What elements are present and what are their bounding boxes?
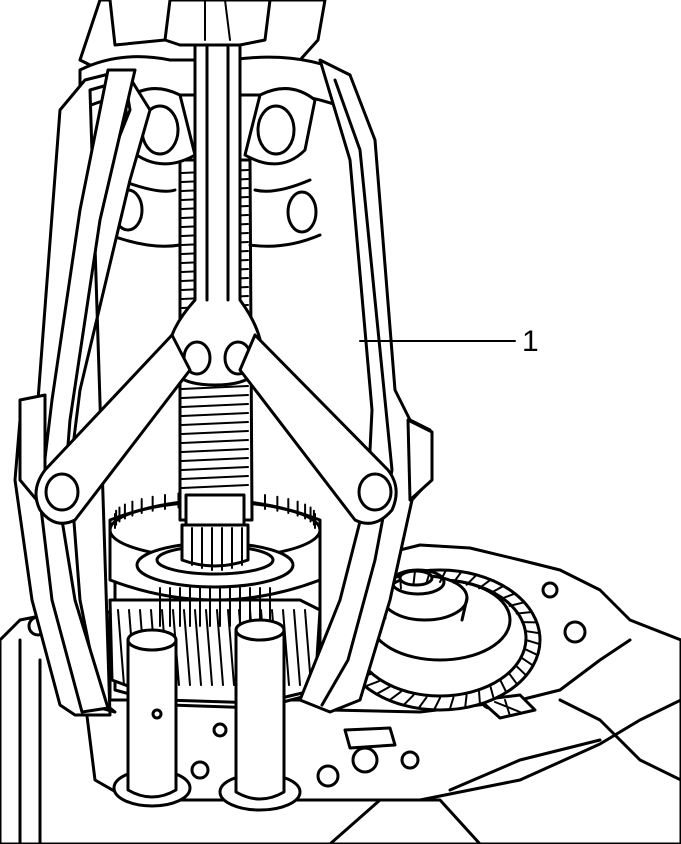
thread-line [181,457,249,462]
thread-line [181,385,249,390]
callout-label: 1 [522,325,539,358]
helical-tooth [448,696,455,711]
thread-line [181,475,249,480]
helical-tooth [508,673,519,686]
lower-gear-tooth [194,609,202,686]
thread-line [181,439,249,444]
thread-line [181,403,249,408]
helical-tooth [489,685,495,700]
thread-line [181,430,249,435]
thread-line [181,412,249,417]
lower-gear-tooth [282,609,290,686]
helical-tooth [489,584,505,595]
thread-line [181,421,249,426]
helical-tooth [499,680,508,694]
helical-tooth [525,639,541,646]
helical-tooth [425,569,432,584]
helical-tooth [412,571,416,586]
thread-line [181,448,249,453]
lower-gear-tooth [216,609,224,686]
helical-tooth [388,690,402,702]
helical-tooth [478,578,492,590]
callout-1: 1 [359,325,539,358]
helical-tooth [465,573,478,586]
lower-gear-tooth [183,609,191,686]
helical-tooth [515,665,528,677]
helical-tooth [499,592,516,600]
center-link [166,43,264,387]
helical-tooth [417,696,428,710]
helical-tooth [364,680,381,688]
thread-line [181,484,249,489]
lower-gear-tooth [293,609,301,686]
left-strut [34,333,192,525]
thread-line [181,394,249,399]
helical-tooth [464,694,468,709]
helical-tooth [478,690,481,706]
helical-tooth [523,629,541,635]
lower-gear-tooth [117,609,125,686]
helical-tooth [439,569,447,583]
helical-tooth [375,685,391,696]
right-strut [238,333,398,525]
helical-tooth [433,697,441,711]
helical-tooth [523,648,539,657]
helical-tooth [402,694,415,707]
thread-line [181,466,249,471]
locating-pins [112,618,302,812]
helical-tooth [399,574,402,590]
lower-gear-tooth [205,609,213,686]
helical-tooth [515,611,533,615]
helical-tooth [452,570,463,584]
helical-tooth [520,656,535,667]
helical-tooth [508,601,526,607]
